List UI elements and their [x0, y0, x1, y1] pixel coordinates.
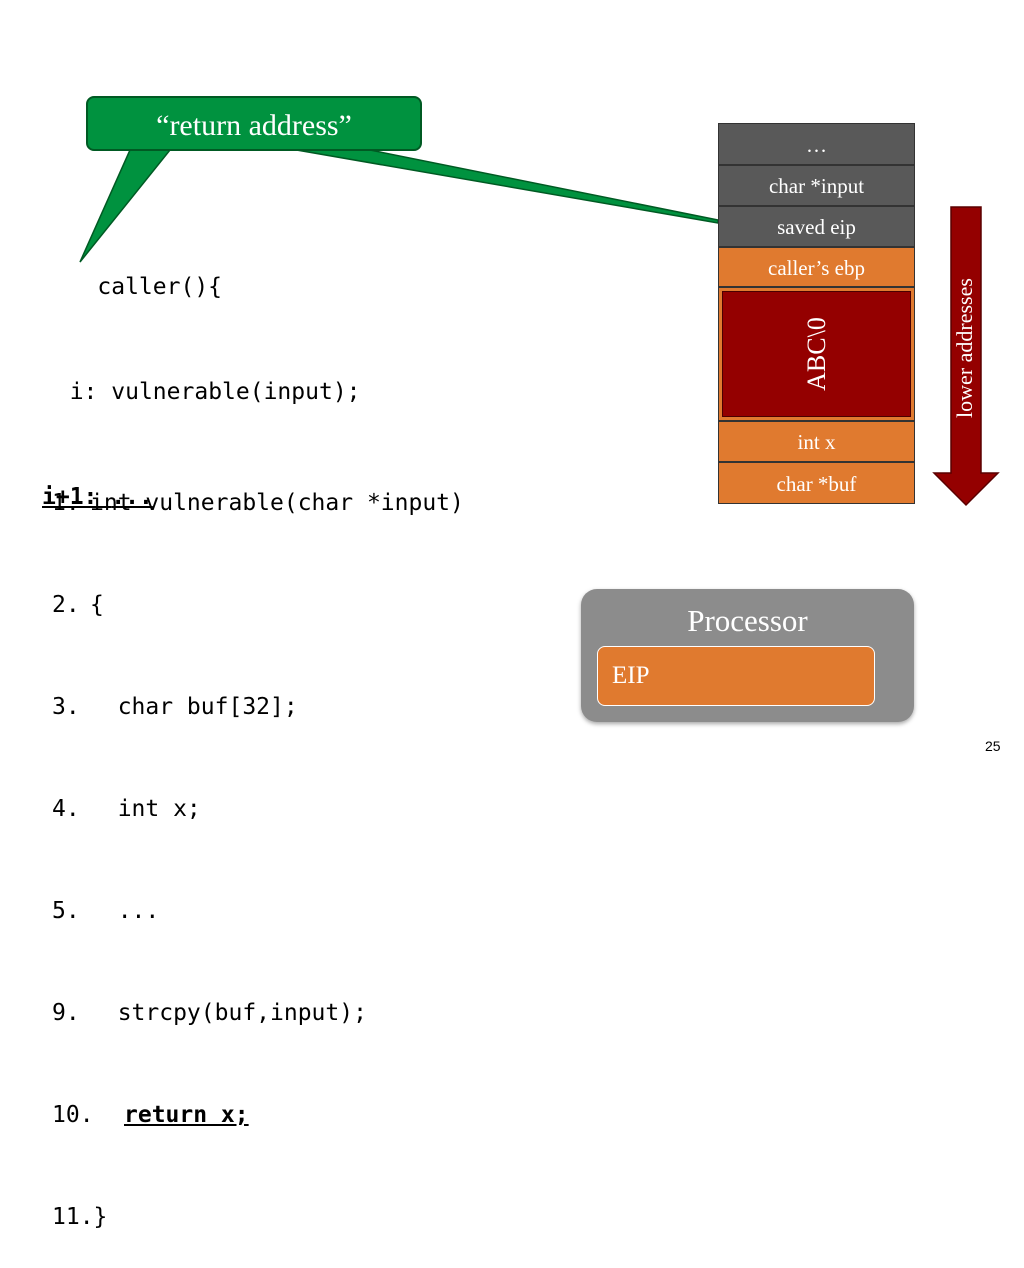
- caller-code: caller(){ i: vulnerable(input); i+1: ...: [42, 200, 361, 550]
- buffer-contents: ABC\0: [722, 291, 911, 417]
- code-text: ...: [90, 898, 160, 924]
- code-line: i: vulnerable(input);: [42, 375, 361, 410]
- code-line: 2. {: [52, 588, 464, 622]
- code-line: 3. char buf[32];: [52, 690, 464, 724]
- processor-title: Processor: [687, 603, 808, 638]
- page-number: 25: [985, 738, 1001, 754]
- eip-register: EIP: [597, 646, 875, 706]
- line-number: 4.: [52, 796, 80, 822]
- code-text: strcpy(buf,input);: [90, 1000, 367, 1026]
- caller-code-text: caller(){: [97, 274, 223, 300]
- line-number: i+1:: [42, 484, 98, 510]
- processor-box: Processor EIP: [581, 589, 914, 722]
- stack-cell-char-input: char *input: [718, 165, 915, 206]
- buffer-label: ABC\0: [801, 317, 831, 391]
- code-text: int x;: [90, 796, 201, 822]
- line-number: 1.: [52, 490, 80, 516]
- code-text: {: [90, 592, 104, 618]
- stack-cell-char-buf: char *buf: [718, 462, 915, 504]
- down-arrow-icon: [932, 206, 1000, 507]
- code-text: return x;: [124, 1102, 249, 1128]
- code-text: char buf[32];: [90, 694, 298, 720]
- code-line: 1. int vulnerable(char *input): [52, 486, 464, 520]
- stack-cell-ellipsis: …: [718, 123, 915, 165]
- code-line-highlight: i+1: ...: [42, 480, 361, 515]
- vulnerable-code: 1. int vulnerable(char *input) 2. { 3. cha…: [52, 418, 464, 1268]
- caller-code-text: vulnerable(input);: [111, 379, 361, 405]
- stack-cell-int-x: int x: [718, 421, 915, 462]
- code-line: 5. ...: [52, 894, 464, 928]
- lower-addresses-label: lower addresses: [952, 278, 977, 418]
- line-number: 10.: [52, 1102, 94, 1128]
- code-line-highlight: 10. return x;: [52, 1098, 464, 1132]
- line-number: 9.: [52, 1000, 80, 1026]
- code-text: }: [93, 1204, 108, 1230]
- line-number: 3.: [52, 694, 80, 720]
- return-address-callout: “return address”: [86, 96, 422, 151]
- code-line: caller(){: [42, 270, 361, 305]
- code-line: 11.}: [52, 1200, 464, 1234]
- line-number: i:: [69, 379, 98, 405]
- code-line: 9. strcpy(buf,input);: [52, 996, 464, 1030]
- line-number: 2.: [52, 592, 80, 618]
- code-line: 4. int x;: [52, 792, 464, 826]
- line-number: 5.: [52, 898, 80, 924]
- line-number: 11.: [52, 1204, 94, 1230]
- caller-code-text: ...: [111, 484, 153, 510]
- code-text: int vulnerable(char *input): [90, 490, 464, 516]
- stack-cell-saved-eip: saved eip: [718, 206, 915, 247]
- stack-cell-callers-ebp: caller’s ebp: [718, 247, 915, 287]
- stack-cell-buffer: ABC\0: [718, 287, 915, 421]
